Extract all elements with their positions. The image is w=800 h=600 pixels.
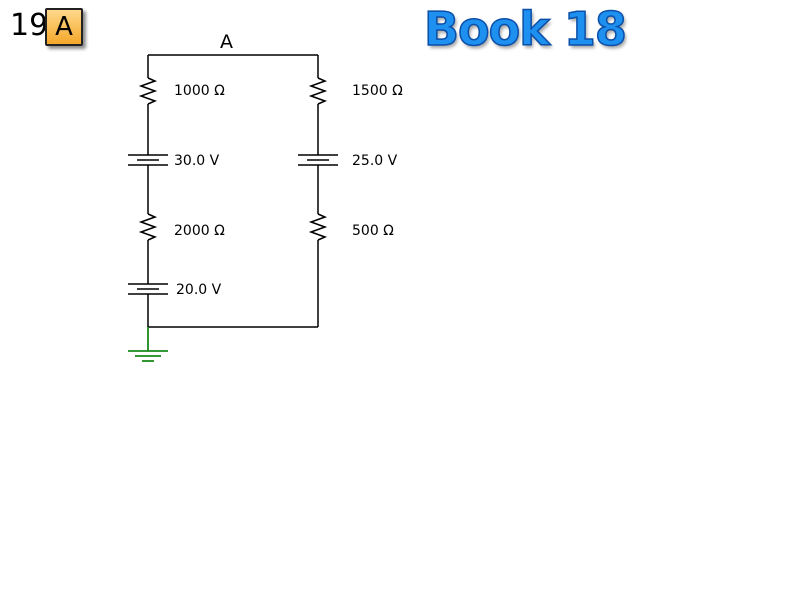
right-r1-label: 1500 Ω [352, 83, 403, 99]
node-label-a: A [220, 31, 233, 53]
left-b2-label: 20.0 V [176, 282, 222, 298]
right-battery-25v-icon [298, 151, 338, 166]
right-r2-label: 500 Ω [352, 223, 394, 239]
left-b1-label: 30.0 V [174, 153, 220, 169]
left-r1-label: 1000 Ω [174, 83, 225, 99]
left-r2-label: 2000 Ω [174, 223, 225, 239]
left-resistor-2000-icon [138, 213, 158, 241]
left-battery-30v-icon [128, 151, 168, 166]
ground-icon [128, 327, 168, 362]
book-title: Book 18 [423, 1, 627, 57]
answer-badge[interactable]: A [45, 8, 83, 46]
left-resistor-1000-icon [138, 77, 158, 105]
left-branch: 1000 Ω 30.0 V 2000 Ω 20.0 V [128, 55, 225, 327]
right-b1-label: 25.0 V [352, 153, 398, 169]
right-resistor-500-icon [308, 213, 328, 241]
question-number: 19 [10, 8, 49, 43]
right-resistor-1500-icon [308, 77, 328, 105]
left-battery-20v-icon [128, 280, 168, 295]
right-branch: 1500 Ω 25.0 V 500 Ω [298, 55, 403, 327]
